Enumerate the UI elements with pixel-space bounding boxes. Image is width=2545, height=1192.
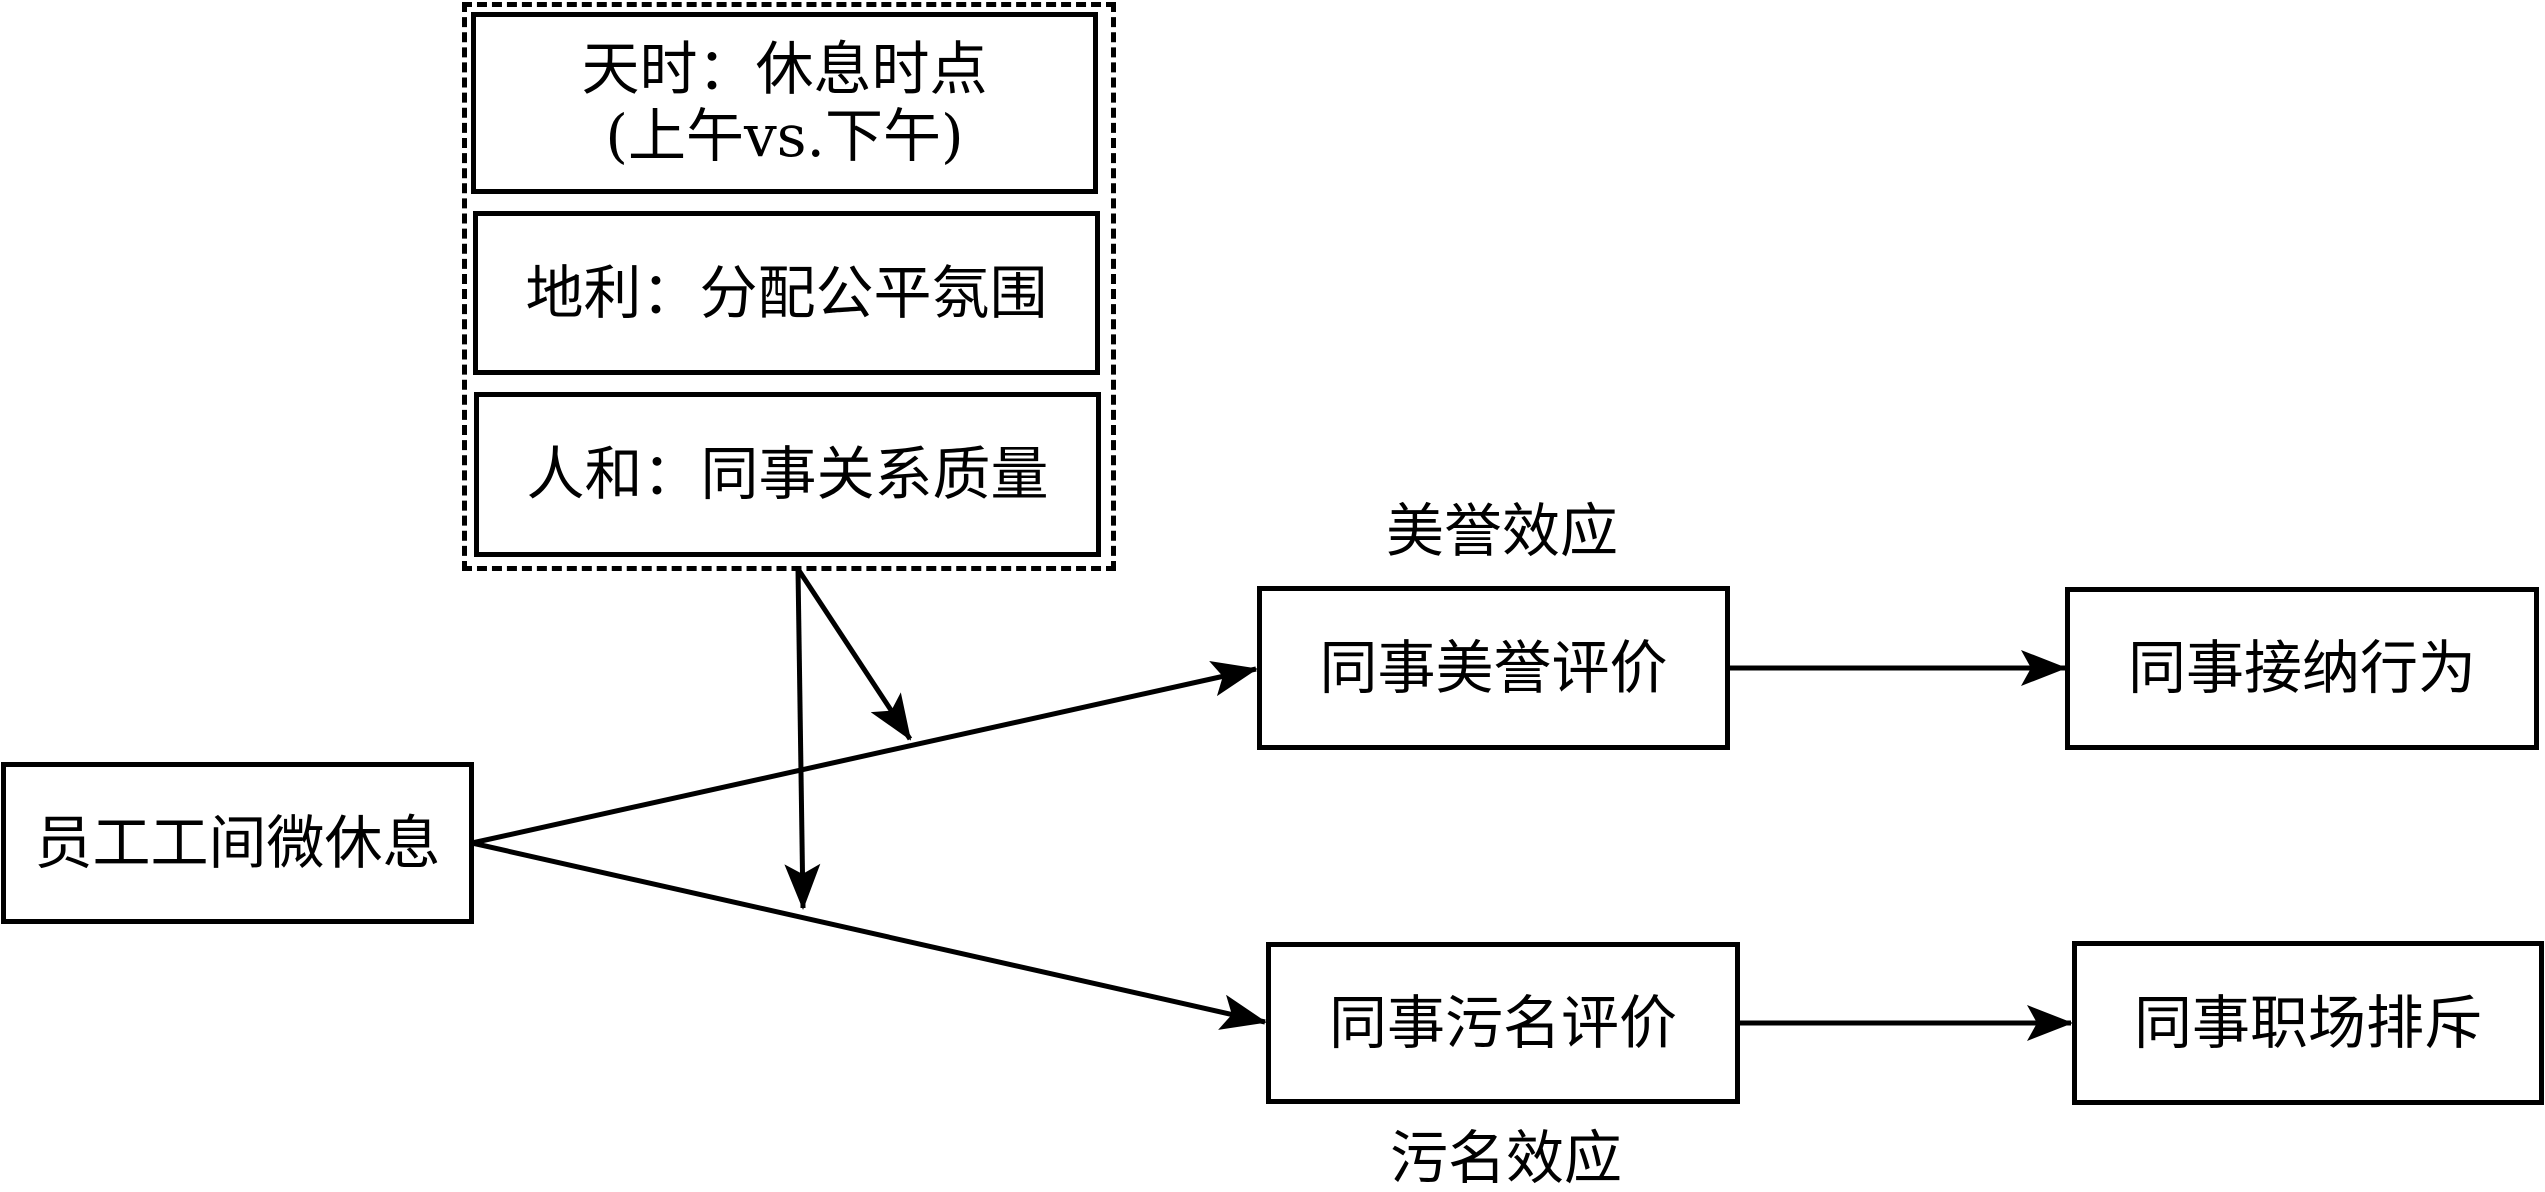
moderator-dili-box: 地利：分配公平氛围 <box>473 211 1100 375</box>
moderator-renhe-box: 人和：同事关系质量 <box>474 392 1101 557</box>
moderation-arrow-negative-path <box>784 568 821 910</box>
moderator-tianshi-box: 天时：休息时点 (上午vs.下午) <box>471 12 1098 194</box>
positive-outcome-node: 同事接纳行为 <box>2065 587 2539 750</box>
edge-source-to-negative-eval <box>471 840 1267 1030</box>
negative-outcome-node: 同事职场排斥 <box>2072 941 2544 1105</box>
moderation-arrow-positive-path <box>795 567 913 741</box>
moderator-dili-label: 地利：分配公平氛围 <box>525 258 1048 327</box>
negative-outcome-label: 同事职场排斥 <box>2133 988 2482 1057</box>
source-node-label: 员工工间微休息 <box>34 808 441 877</box>
halo-effect-label: 美誉效应 <box>1385 497 1619 565</box>
edge-source-to-positive-eval <box>471 660 1258 846</box>
positive-outcome-label: 同事接纳行为 <box>2127 634 2476 703</box>
positive-eval-node: 同事美誉评价 <box>1257 586 1730 750</box>
positive-eval-label: 同事美誉评价 <box>1319 633 1668 702</box>
source-node-micro-break: 员工工间微休息 <box>1 762 474 924</box>
moderator-renhe-label: 人和：同事关系质量 <box>526 440 1049 509</box>
moderators-group <box>462 2 1116 571</box>
moderator-tianshi-line1: 天时：休息时点 <box>581 35 988 104</box>
negative-eval-node: 同事污名评价 <box>1266 942 1740 1104</box>
moderator-tianshi-line2: (上午vs.下午) <box>605 102 964 170</box>
stigma-effect-label: 污名效应 <box>1389 1124 1623 1192</box>
negative-eval-label: 同事污名评价 <box>1328 988 1677 1057</box>
